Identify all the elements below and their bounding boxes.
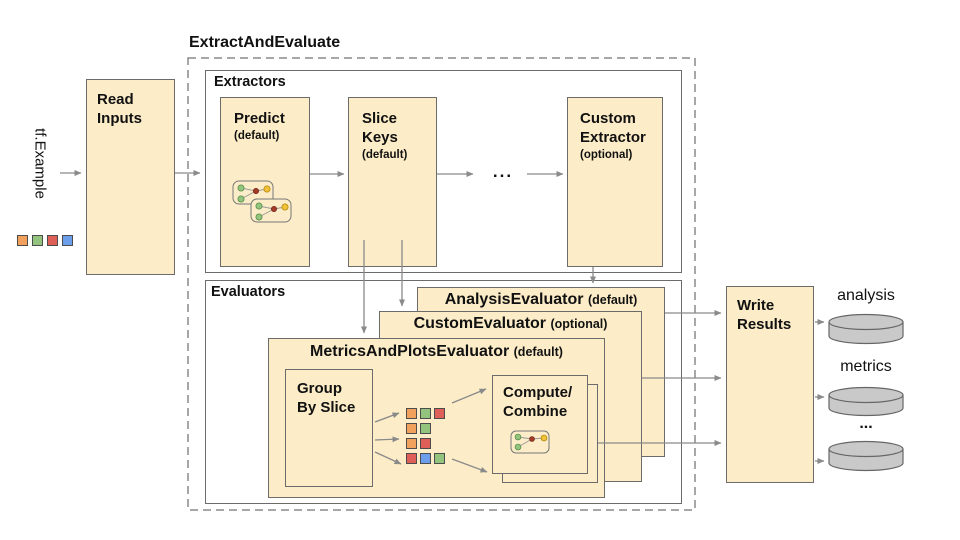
predict-extractor-box: Predict (default) [220,97,310,267]
read-inputs-box: Read Inputs [86,79,175,275]
write-results-box: Write Results [726,286,814,483]
compute-combine-box: Compute/ Combine [492,375,588,474]
custom-extractor-label-line2: Extractor [580,129,646,146]
write-results-label-line1: Write [737,297,775,314]
data-square-blue [62,235,73,246]
page-title: ExtractAndEvaluate [189,34,341,51]
data-square-blue [420,453,431,464]
group-by-slice-label-line1: Group [297,380,342,397]
analysis-db-cylinder-icon [828,313,904,345]
custom-evaluator-sub: (optional) [550,317,608,331]
more-db-cylinder-icon [828,440,904,472]
read-inputs-label-line2: Inputs [97,110,142,127]
data-square-red [434,408,445,419]
write-results-label-line2: Results [737,316,792,333]
input-stream-label: tf.Example [31,128,49,199]
slice-keys-extractor-box: Slice Keys (default) [348,97,437,267]
data-square-red [47,235,58,246]
data-square-green [434,453,445,464]
input-example-squares [17,235,87,247]
evaluators-section-label: Evaluators [211,284,286,300]
group-by-slice-box: Group By Slice [285,369,373,487]
data-square-orange [17,235,28,246]
sliced-data-squares [406,408,448,468]
analysis-evaluator-name: AnalysisEvaluator [444,291,584,308]
predict-label: Predict [234,110,285,127]
custom-extractor-box: Custom Extractor (optional) [567,97,663,267]
analysis-evaluator-title: AnalysisEvaluator (default) [418,291,664,309]
custom-extractor-sub-label: (optional) [580,149,633,161]
extractors-section-label: Extractors [214,74,286,90]
analysis-evaluator-sub: (default) [587,293,638,307]
extractors-ellipsis: ... [492,162,514,181]
custom-evaluator-name: CustomEvaluator [413,315,547,332]
compute-combine-label-line1: Compute/ [503,384,573,401]
predict-sub-label: (default) [234,130,280,142]
metrics-and-plots-evaluator-name: MetricsAndPlotsEvaluator [310,343,510,360]
output-analysis-label: analysis [837,287,895,304]
metrics-and-plots-evaluator-title: MetricsAndPlotsEvaluator (default) [269,343,604,361]
metrics-and-plots-evaluator-sub: (default) [513,345,563,359]
metrics-db-cylinder-icon [828,386,904,417]
data-square-orange [406,408,417,419]
compute-combine-label-line2: Combine [503,403,568,420]
output-metrics-label: metrics [840,358,892,375]
slice-keys-sub-label: (default) [362,149,408,161]
read-inputs-label-line1: Read [97,91,134,108]
slice-keys-label-line1: Slice [362,110,398,127]
custom-evaluator-title: CustomEvaluator (optional) [380,315,641,333]
data-square-red [406,453,417,464]
data-square-orange [406,423,417,434]
data-square-green [420,423,431,434]
data-square-green [32,235,43,246]
custom-extractor-label-line1: Custom [580,110,636,127]
data-square-green [420,408,431,419]
data-square-orange [406,438,417,449]
output-databases [828,313,904,472]
group-by-slice-label-line2: By Slice [297,399,356,416]
data-square-red [420,438,431,449]
output-more-label: ... [859,415,873,432]
slice-keys-label-line2: Keys [362,129,398,146]
